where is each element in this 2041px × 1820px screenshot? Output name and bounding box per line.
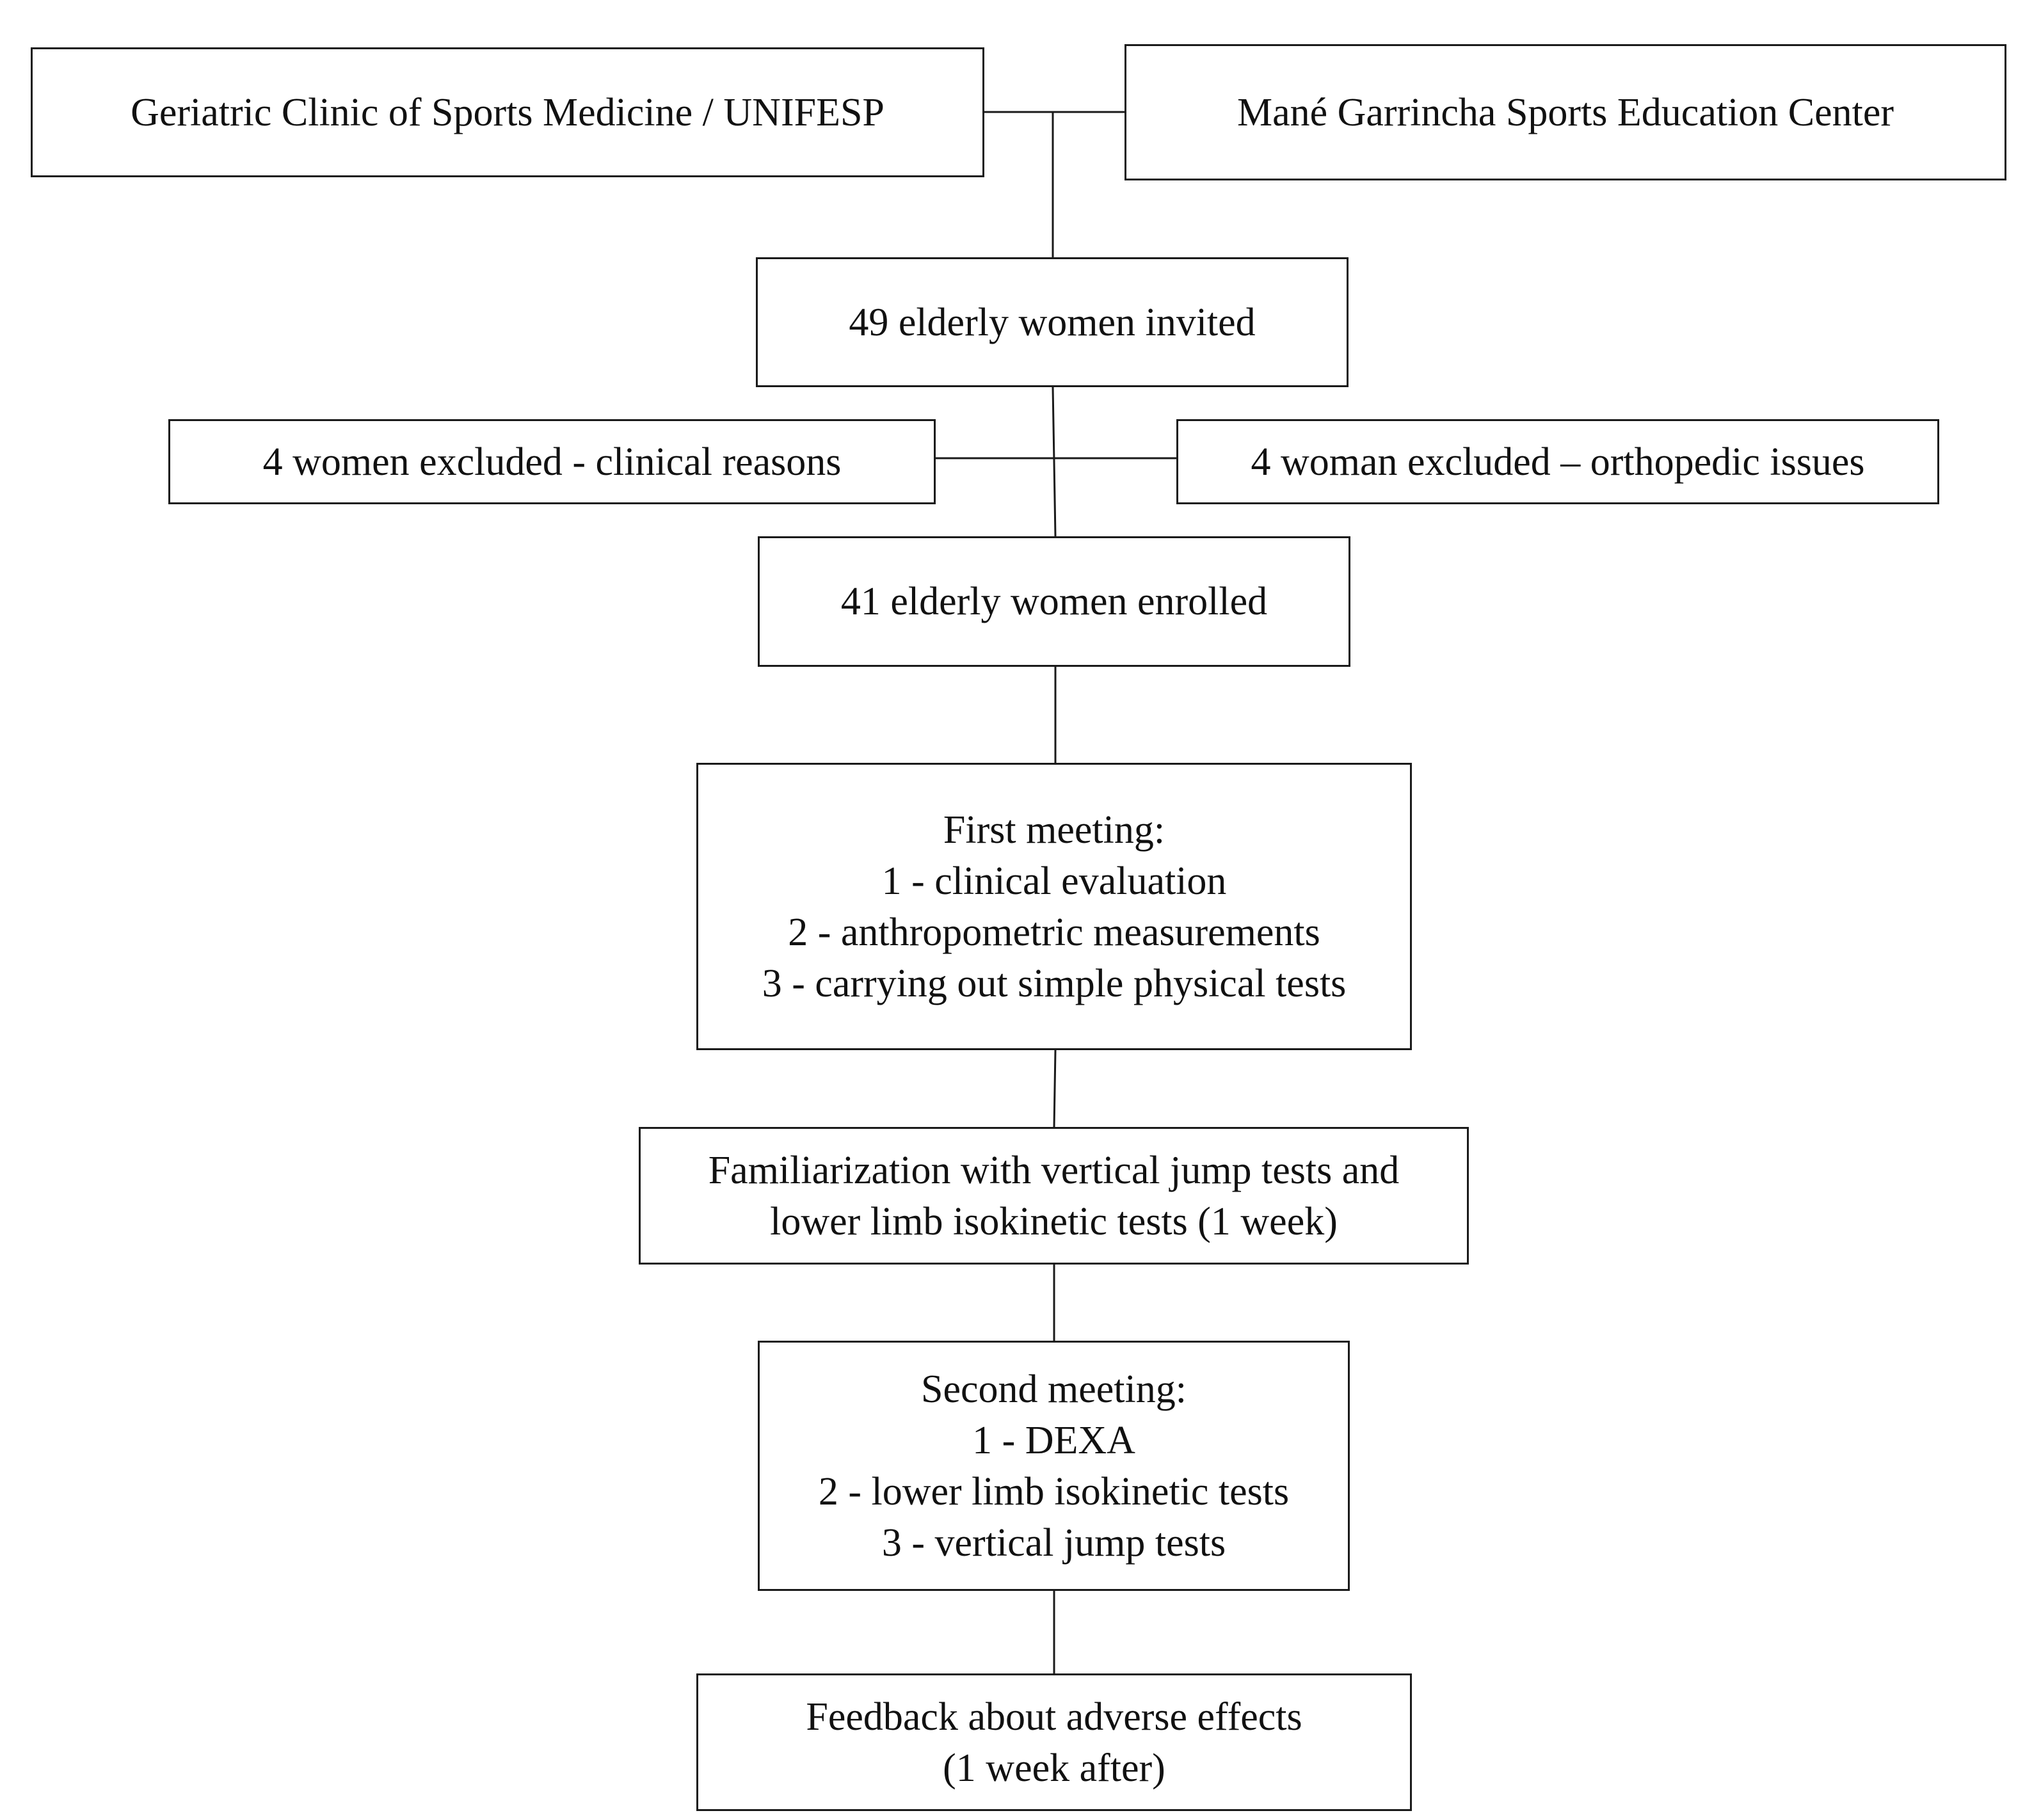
box-text-line: lower limb isokinetic tests (1 week) xyxy=(770,1199,1338,1243)
box-text-line: Familiarization with vertical jump tests… xyxy=(708,1148,1400,1192)
box-text-line: Geriatric Clinic of Sports Medicine / UN… xyxy=(131,90,884,134)
box-text-line: 41 elderly women enrolled xyxy=(840,580,1268,623)
box-excluded-clinical: 4 women excluded - clinical reasons xyxy=(168,419,936,504)
box-source-left: Geriatric Clinic of Sports Medicine / UN… xyxy=(31,47,984,177)
box-text-line: Second meeting: xyxy=(921,1367,1187,1411)
box-text-line: 3 - carrying out simple physical tests xyxy=(762,961,1347,1005)
box-text-line: Mané Garrincha Sports Education Center xyxy=(1237,90,1894,134)
box-text-line: First meeting: xyxy=(943,808,1165,852)
box-text-line: Feedback about adverse effects xyxy=(806,1695,1302,1739)
box-enrolled: 41 elderly women enrolled xyxy=(758,536,1350,667)
box-second-meeting: Second meeting: 1 - DEXA 2 - lower limb is… xyxy=(758,1341,1350,1591)
box-first-meeting: First meeting: 1 - clinical evaluation 2 -… xyxy=(696,763,1412,1050)
box-text-line: 1 - clinical evaluation xyxy=(881,859,1227,903)
box-text-line: 3 - vertical jump tests xyxy=(881,1521,1226,1565)
box-source-right: Mané Garrincha Sports Education Center xyxy=(1125,44,2006,180)
box-text-line: 2 - anthropometric measurements xyxy=(788,910,1320,954)
box-text-line: 2 - lower limb isokinetic tests xyxy=(818,1469,1290,1513)
box-text-line: (1 week after) xyxy=(943,1746,1165,1790)
connector-first-meeting-to-familiarization xyxy=(1053,1050,1057,1128)
box-text-line: 49 elderly women invited xyxy=(849,300,1256,344)
box-text-line: 4 women excluded - clinical reasons xyxy=(262,440,842,484)
box-text-line: 4 woman excluded – orthopedic issues xyxy=(1251,440,1865,484)
box-feedback: Feedback about adverse effects (1 week af… xyxy=(696,1673,1412,1811)
box-invited: 49 elderly women invited xyxy=(756,257,1349,387)
connector-invited-to-enrolled xyxy=(1052,387,1057,537)
box-excluded-orthopedic: 4 woman excluded – orthopedic issues xyxy=(1176,419,1939,504)
box-familiarization: Familiarization with vertical jump tests… xyxy=(639,1127,1469,1265)
box-text-line: 1 - DEXA xyxy=(972,1418,1135,1462)
